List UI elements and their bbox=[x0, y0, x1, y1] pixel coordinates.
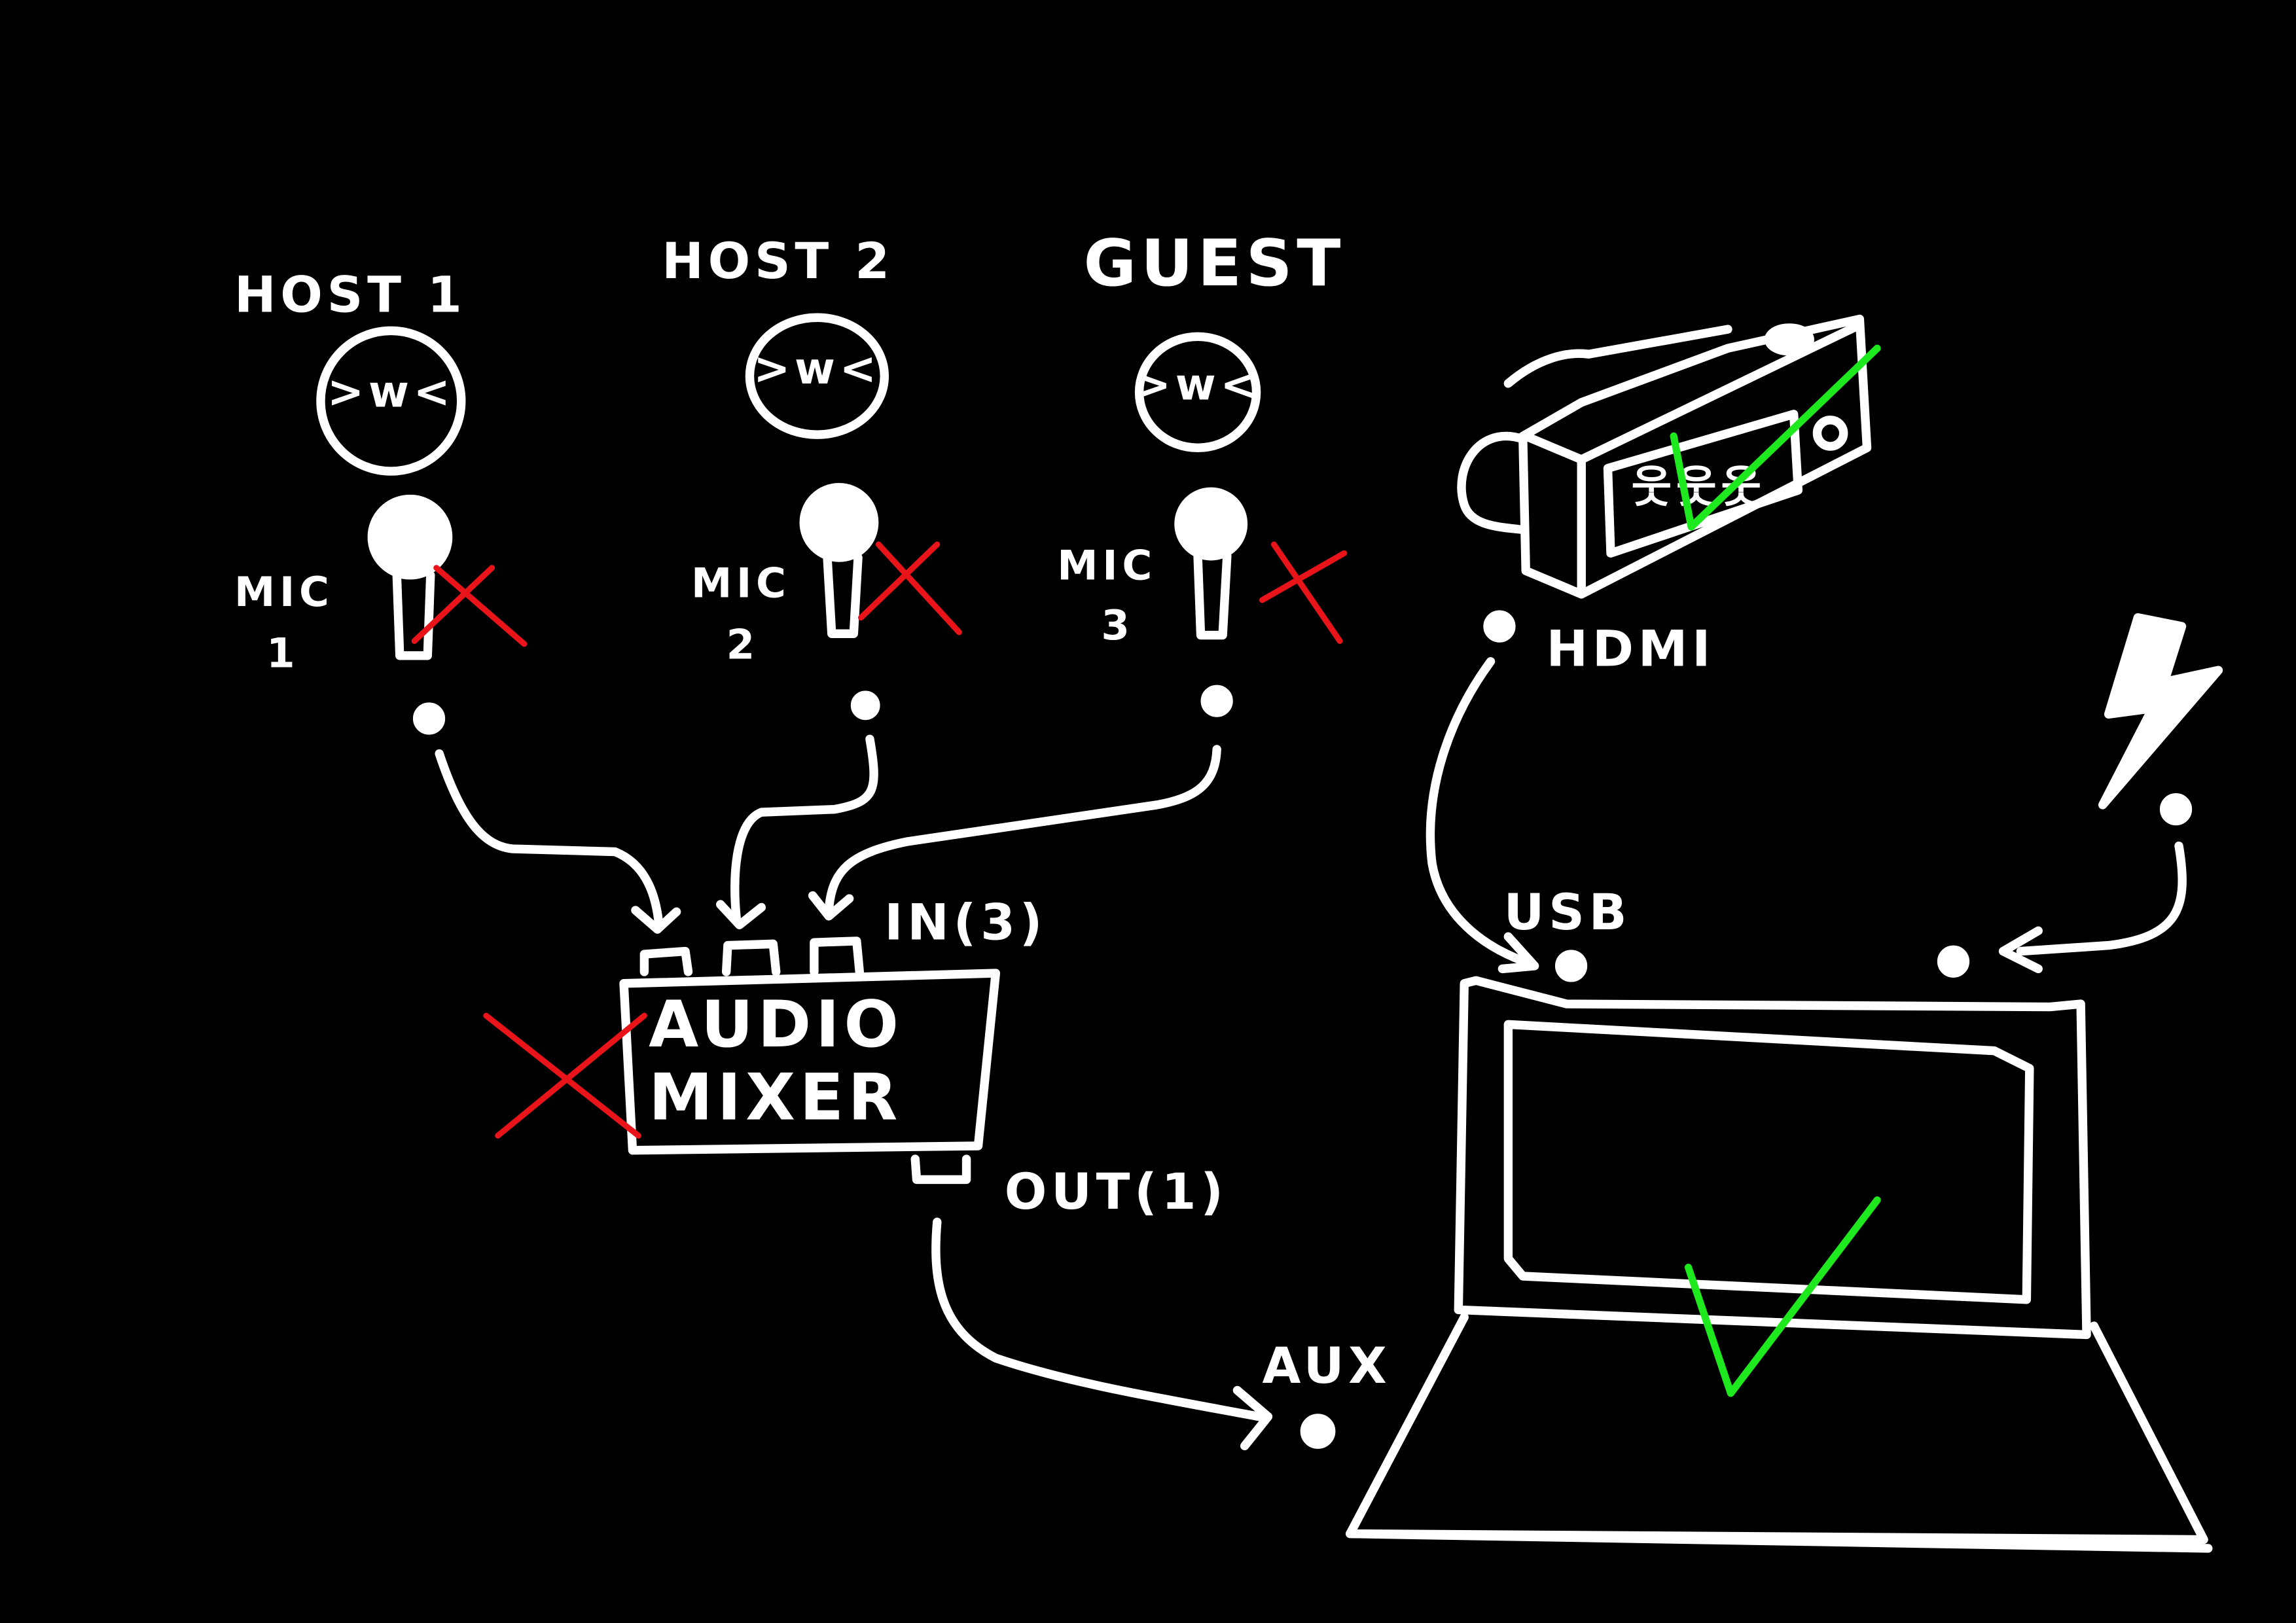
cable-mic-1-to-mixer bbox=[435, 749, 664, 930]
mic-2-label: MIC bbox=[691, 559, 791, 607]
svg-text:>w<: >w< bbox=[327, 366, 455, 418]
mixer-label-line-1: AUDIO bbox=[649, 988, 903, 1062]
mixer-label-line-2: MIXER bbox=[649, 1061, 902, 1135]
mic-2-cross-mark bbox=[858, 541, 962, 635]
aux-label: AUX bbox=[1263, 1336, 1391, 1395]
cable-hdmi-to-usb bbox=[1426, 657, 1534, 968]
mic-3-connector bbox=[1200, 685, 1233, 717]
arrow-usb-in bbox=[1498, 932, 1539, 974]
mic-3-cross-mark bbox=[1259, 541, 1348, 644]
cable-mic-3-to-mixer bbox=[824, 745, 1221, 915]
mic-3-label: MIC bbox=[1057, 542, 1157, 590]
arrow-aux-in bbox=[1232, 1385, 1273, 1451]
mic-1-cross-mark bbox=[411, 565, 528, 647]
mic-2-connector bbox=[850, 690, 880, 721]
hdmi-label: HDMI bbox=[1547, 620, 1715, 678]
svg-text:>w<: >w< bbox=[1134, 359, 1262, 410]
power-port bbox=[1937, 945, 1970, 978]
camera-hdmi-port bbox=[1483, 610, 1516, 643]
usb-label: USB bbox=[1504, 883, 1632, 941]
laptop-check-mark bbox=[1684, 1196, 1881, 1397]
host-1-face-icon: >w< bbox=[316, 326, 466, 476]
mixer-cross-mark bbox=[483, 1012, 647, 1139]
arrow-mic-1-in bbox=[631, 906, 681, 934]
mixer-input-label: IN(3) bbox=[884, 893, 1047, 952]
lightning-bolt-icon bbox=[2098, 613, 2223, 810]
mixer-output-label: OUT(1) bbox=[1005, 1162, 1228, 1221]
mic-3-number: 3 bbox=[1101, 601, 1134, 649]
mic-1-number: 1 bbox=[266, 630, 299, 677]
arrow-mic-3-in bbox=[808, 891, 854, 921]
mixer-output-jack bbox=[910, 1154, 971, 1185]
mic-1-label: MIC bbox=[234, 568, 334, 616]
mic-3-icon bbox=[1174, 487, 1248, 640]
mic-1-connector bbox=[412, 702, 446, 735]
aux-port bbox=[1300, 1414, 1336, 1449]
guest-label: GUEST bbox=[1084, 226, 1346, 301]
svg-text:웃웃웃: 웃웃웃 bbox=[1632, 461, 1766, 512]
arrow-mic-2-in bbox=[716, 900, 766, 930]
camera-icon: 웃웃웃 bbox=[1457, 314, 1872, 599]
laptop-icon bbox=[1346, 976, 2213, 1553]
mic-2-icon bbox=[799, 482, 879, 639]
camera-check-mark bbox=[1670, 344, 1881, 531]
cable-mic-2-to-mixer bbox=[730, 734, 878, 924]
audio-mixer-box bbox=[619, 969, 1001, 1155]
power-source-dot bbox=[2159, 793, 2193, 826]
usb-port bbox=[1554, 950, 1588, 982]
arrow-power-in bbox=[1998, 926, 2043, 974]
mic-2-number: 2 bbox=[726, 620, 759, 668]
mic-1-icon bbox=[367, 494, 453, 660]
guest-face-icon: >w< bbox=[1134, 332, 1262, 453]
cable-mixer-to-aux bbox=[931, 1217, 1264, 1421]
host-2-label: HOST 2 bbox=[662, 232, 894, 290]
host-2-face-icon: >w< bbox=[745, 313, 889, 439]
cable-power-to-laptop bbox=[2016, 841, 2187, 956]
host-1-label: HOST 1 bbox=[234, 265, 467, 323]
svg-text:>w<: >w< bbox=[753, 343, 881, 394]
mixer-input-jacks bbox=[639, 936, 864, 976]
